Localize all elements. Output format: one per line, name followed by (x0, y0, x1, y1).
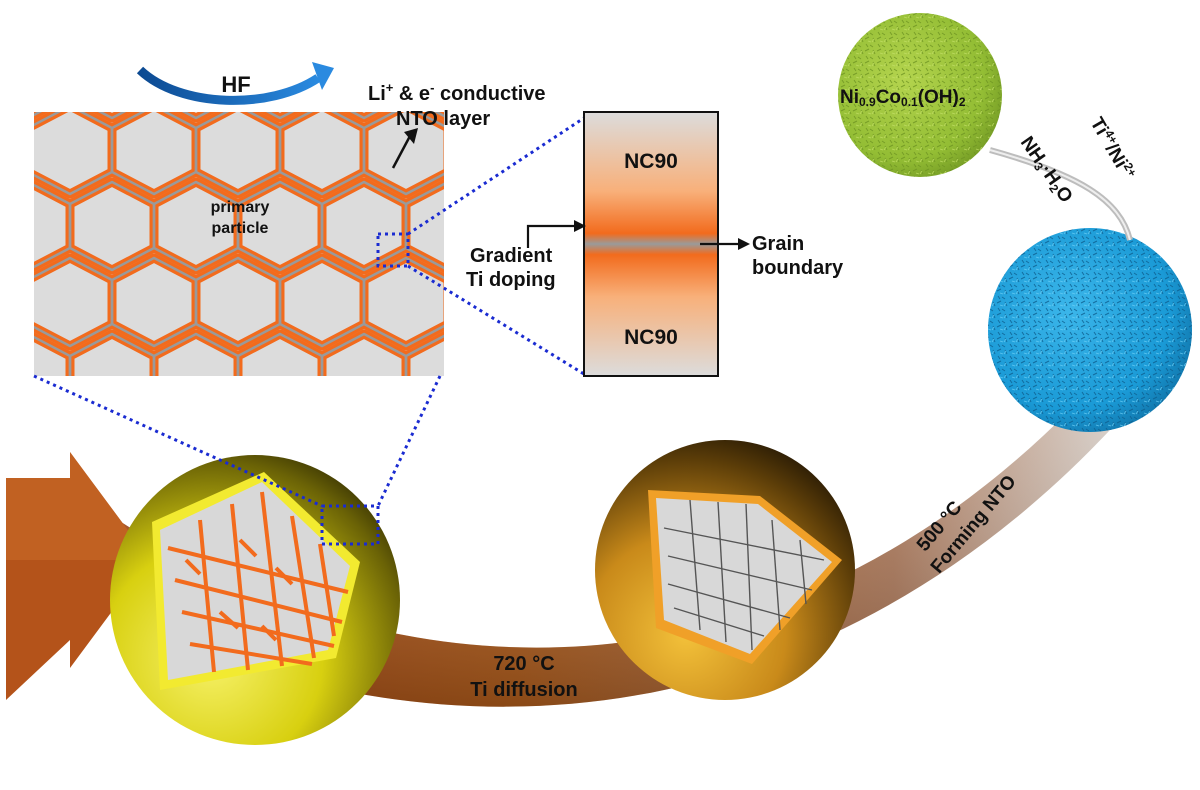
hex-cell (448, 410, 532, 498)
layer-pointer-arrow (391, 135, 412, 169)
hex-cell (574, 30, 658, 118)
hex-cell (0, 106, 28, 194)
hex-cell (362, 112, 444, 196)
grain-boundary-label: Grain (752, 233, 804, 255)
hex-cell (0, 106, 28, 194)
hex-cell (532, 410, 616, 498)
hex-cell (34, 112, 50, 120)
nc90-bottom-label: NC90 (624, 326, 678, 349)
primary-particle-label-line2: particle (212, 220, 269, 237)
hex-cell (404, 182, 444, 270)
step-720-label-line2: Ti diffusion (470, 679, 577, 701)
hydroxide-sphere-blue (988, 228, 1192, 432)
gradient-doping-label-line2: Ti doping (466, 269, 556, 291)
hex-cell (236, 332, 324, 376)
hex-cell (152, 332, 240, 376)
hex-cell (574, 30, 658, 118)
grain-network-gray (663, 499, 825, 651)
grain-boundary-label-line2: boundary (752, 257, 844, 279)
gradient-pointer-arrow (526, 224, 576, 248)
honeycomb-primary-particles (0, 30, 658, 498)
hex-cell (364, 410, 448, 498)
hex-cell (34, 112, 43, 117)
hex-cell (320, 332, 408, 376)
intermediate-particle-sphere (595, 440, 855, 700)
primary-particle-label: primary (211, 199, 270, 216)
hex-cell (68, 332, 156, 376)
hex-cell (401, 331, 444, 376)
hex-cell (490, 334, 574, 422)
conductive-layer-label: Li+ & e- conductive (368, 80, 546, 105)
grain-boundary-inset (583, 111, 719, 377)
precursor-sphere-green (838, 13, 1002, 177)
precursor-formula: Ni0.9Co0.1(OH)2 (840, 87, 966, 109)
reagent-label: NH3·H2O (1015, 133, 1076, 208)
zoom-indicators (33, 116, 585, 546)
hex-cell (532, 410, 616, 498)
hf-label: HF (221, 72, 250, 97)
grain-network-orange (167, 491, 349, 673)
hex-cell (448, 410, 532, 498)
coated-particle-sphere (110, 455, 400, 745)
step-720-label: 720 °C (493, 653, 554, 675)
hex-cell (362, 256, 444, 348)
conductive-layer-label-line2: NTO layer (396, 108, 490, 130)
ions-label: Ti4+/Ni2+ (1086, 113, 1140, 184)
gradient-doping-label: Gradient (470, 245, 553, 267)
hex-cell (364, 410, 448, 498)
hf-arrow (136, 62, 334, 105)
hex-cell (490, 334, 574, 422)
hex-cell (0, 258, 28, 346)
hex-cell (0, 258, 28, 346)
nc90-top-label: NC90 (624, 150, 678, 173)
